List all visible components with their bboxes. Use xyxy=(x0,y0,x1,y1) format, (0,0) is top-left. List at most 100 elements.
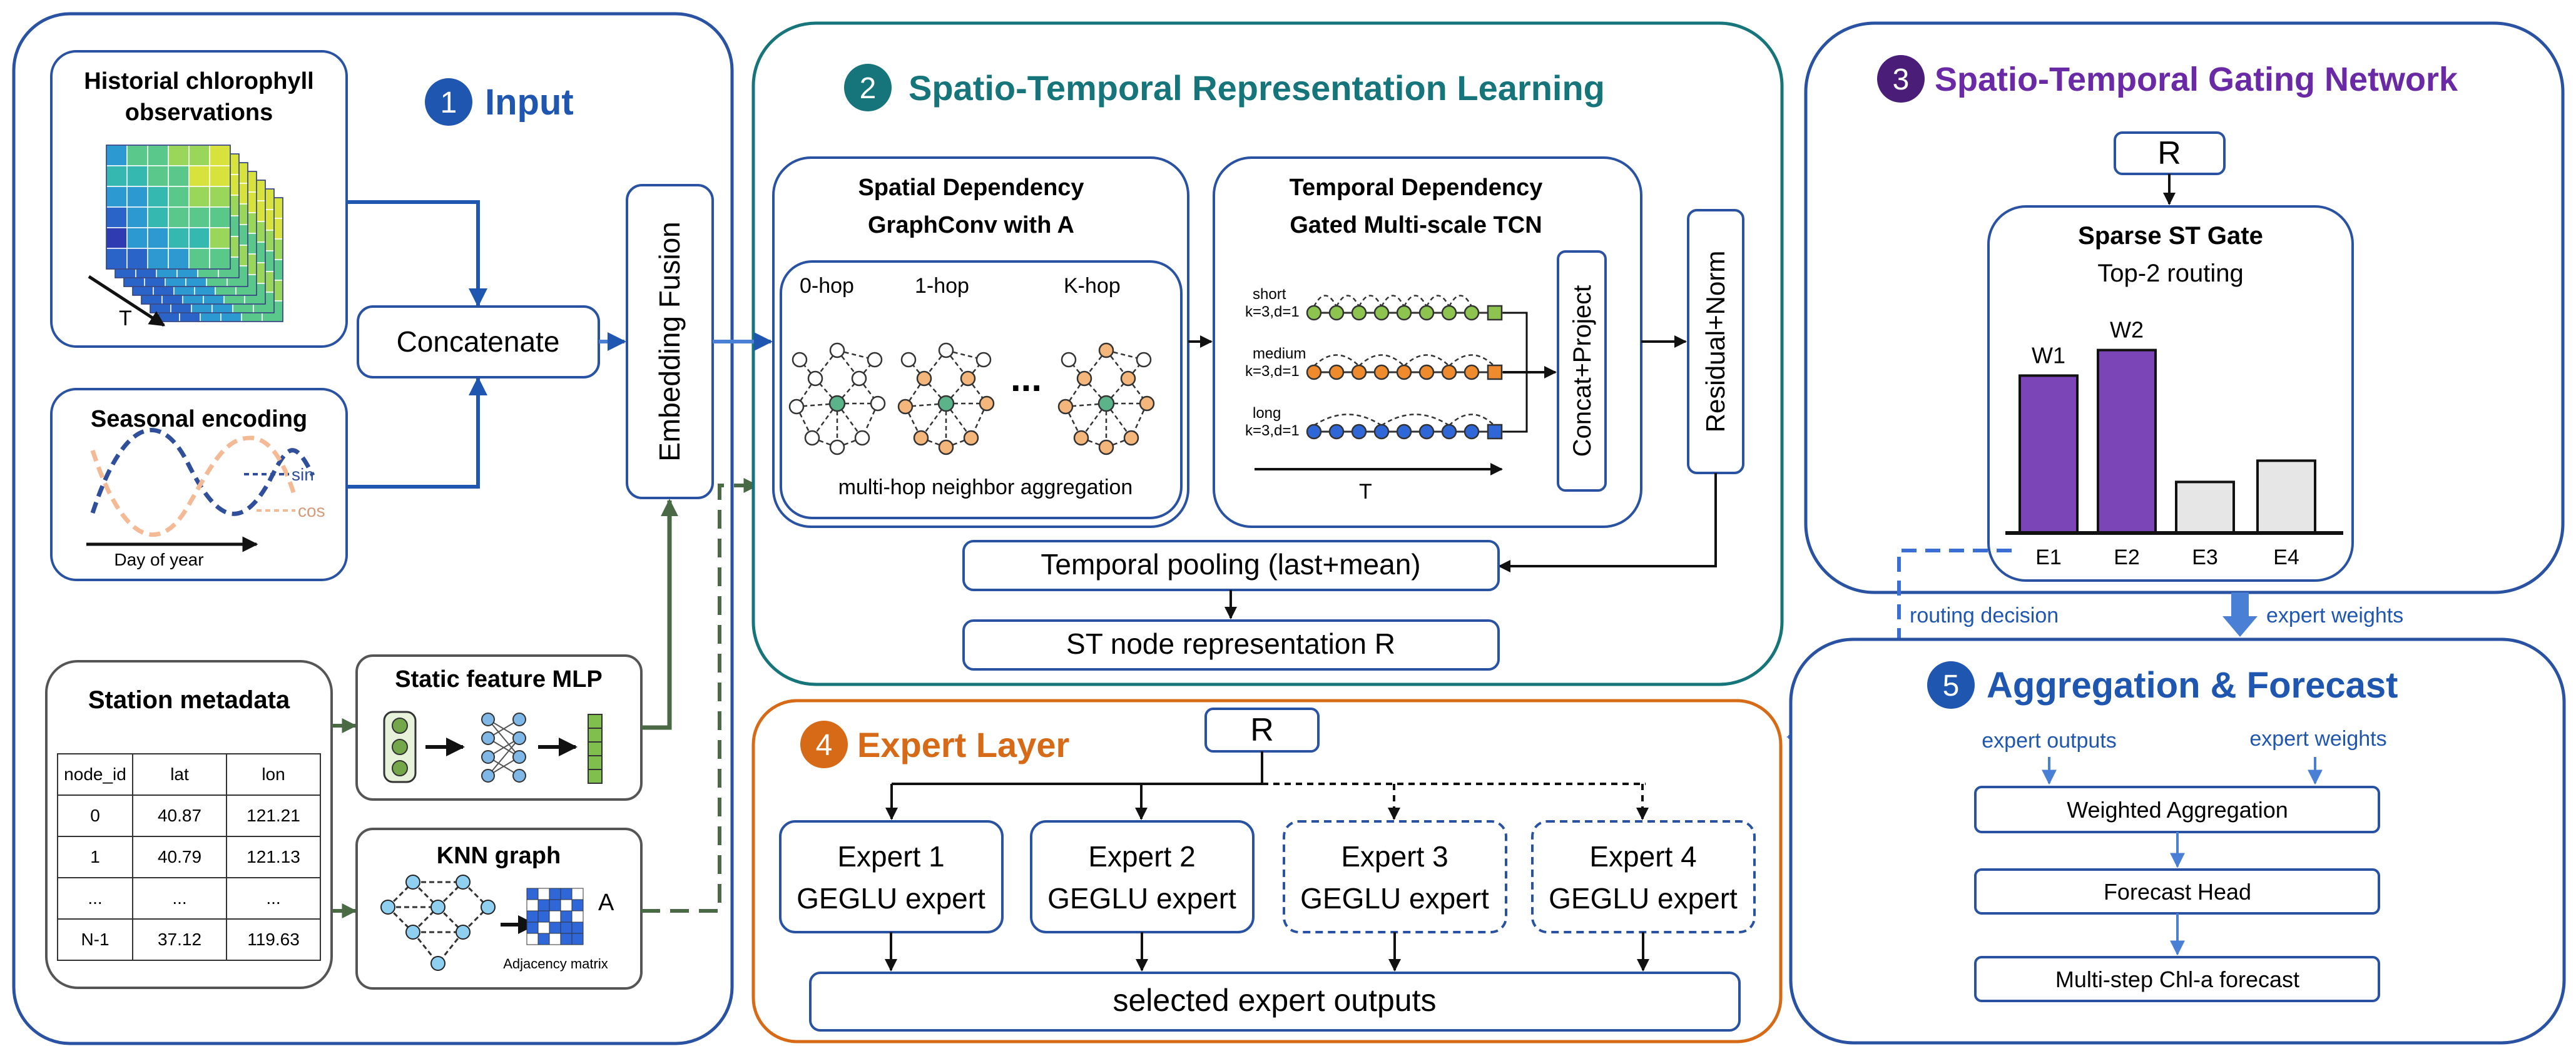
adjacency-matrix-icon xyxy=(526,888,584,945)
table-cell: 121.21 xyxy=(247,806,300,825)
hop-label-k: K-hop xyxy=(1064,274,1121,298)
table-cell: 0 xyxy=(90,806,100,825)
temporal-title-line2: Gated Multi-scale TCN xyxy=(1290,212,1542,238)
tcn-node xyxy=(1441,305,1457,321)
adjacency-label: Adjacency matrix xyxy=(503,956,608,972)
expert-r: R xyxy=(1250,712,1274,748)
strl-number: 2 xyxy=(860,72,877,105)
tcn-node xyxy=(1418,305,1435,321)
gate-bar-weight: W2 xyxy=(2110,317,2144,343)
tcn-node xyxy=(1328,364,1345,380)
tcn-node xyxy=(1441,364,1457,380)
tcn-node xyxy=(1464,424,1480,440)
hop-label-0: 0-hop xyxy=(800,274,854,298)
tcn-node xyxy=(1396,424,1412,440)
chlorophyll-grid-stack xyxy=(106,145,283,322)
tcn-node xyxy=(1328,424,1345,440)
embedding-fusion-label: Embedding Fusion xyxy=(653,221,686,462)
expert-number: 4 xyxy=(816,729,833,762)
gating-panel: 3 Spatio-Temporal Gating Network R Spars… xyxy=(1804,21,2565,637)
hist-title-line1: Historial chlorophyll xyxy=(84,68,313,94)
mlp-title: Static feature MLP xyxy=(395,666,603,693)
table-header-cell: node_id xyxy=(64,764,126,784)
expert-name: Expert 4 xyxy=(1589,840,1696,873)
pooling-label: Temporal pooling (last+mean) xyxy=(1041,548,1420,581)
tcn-node xyxy=(1328,305,1345,321)
gate-bar-label: E1 xyxy=(2035,546,2062,569)
spatial-title-line1: Spatial Dependency xyxy=(858,175,1084,201)
hop-1-graph xyxy=(897,342,995,455)
temporal-title-line1: Temporal Dependency xyxy=(1290,175,1543,201)
cos-curve xyxy=(90,435,297,537)
expert-number-badge xyxy=(800,721,848,768)
forecast-output-label: Multi-step Chl-a forecast xyxy=(2055,967,2299,992)
expert-panel: 4 Expert Layer R Expert 1 GEGLU expert Exp… xyxy=(751,699,1783,1043)
tcn-row-params: k=3,d=1 xyxy=(1245,303,1300,320)
tcn-node xyxy=(1373,305,1390,321)
concatenate-label: Concatenate xyxy=(397,325,560,358)
tcn-node xyxy=(1351,364,1367,380)
tcn-node xyxy=(1464,364,1480,380)
routing-decision-label: routing decision xyxy=(1910,604,2059,627)
tcn-node xyxy=(1396,364,1412,380)
expert-weights-label: expert weights xyxy=(2266,604,2403,627)
gate-bar-e1 xyxy=(2019,374,2079,535)
aggregation-number: 5 xyxy=(1943,669,1960,703)
aggregation-number-badge xyxy=(1927,661,1975,709)
tcn-row-name: medium xyxy=(1253,345,1306,362)
tcn-row-name: long xyxy=(1253,405,1281,422)
input-number: 1 xyxy=(440,86,457,119)
hop-ellipsis: ... xyxy=(1011,357,1042,399)
tcn-row-params: k=3,d=1 xyxy=(1245,422,1300,439)
table-cell: 40.87 xyxy=(158,806,201,825)
knn-label-a: A xyxy=(598,890,614,916)
table-cell: ... xyxy=(266,888,280,908)
knn-title: KNN graph xyxy=(437,843,561,869)
strl-panel: 2 Spatio-Temporal Representation Learnin… xyxy=(713,21,1784,686)
grid-layer xyxy=(106,145,231,270)
tcn-row-params: k=3,d=1 xyxy=(1245,363,1300,380)
tcn-row-name: short xyxy=(1253,286,1286,303)
tcn-node xyxy=(1306,424,1322,440)
gate-bar-label: E3 xyxy=(2192,546,2218,569)
tcn-node xyxy=(1464,305,1480,321)
hop-0-graph xyxy=(788,342,886,455)
table-cell: 40.79 xyxy=(158,847,201,866)
tcn-node xyxy=(1441,424,1457,440)
table-cell: 37.12 xyxy=(158,930,201,949)
agg-expert-weights-label: expert weights xyxy=(2249,727,2386,751)
tcn-node xyxy=(1351,305,1367,321)
mlp-icon xyxy=(383,711,603,784)
weighted-aggregation-label: Weighted Aggregation xyxy=(2067,797,2288,823)
table-cell: 1 xyxy=(90,847,100,866)
expert-box-2 xyxy=(1030,820,1255,933)
tcn-node xyxy=(1306,305,1322,321)
tcn-node xyxy=(1418,424,1435,440)
spatial-aggregation: multi-hop neighbor aggregation xyxy=(838,475,1133,499)
expert-title: Expert Layer xyxy=(857,725,1069,764)
gating-number-badge xyxy=(1877,55,1925,103)
expert-name: Expert 1 xyxy=(837,840,944,873)
input-title: Input xyxy=(485,82,574,123)
temporal-axis-t: T xyxy=(1359,480,1372,504)
table-cell: ... xyxy=(172,888,186,908)
seasonal-xaxis: Day of year xyxy=(114,550,203,569)
gating-title: Spatio-Temporal Gating Network xyxy=(1935,61,2458,98)
aggregation-title: Aggregation & Forecast xyxy=(1987,665,2398,706)
node-rep-label: ST node representation R xyxy=(1066,627,1395,660)
hop-k-graph xyxy=(1057,342,1155,455)
expert-name: Expert 2 xyxy=(1088,840,1195,873)
gate-bar-e2 xyxy=(2097,348,2157,534)
seasonal-title: Seasonal encoding xyxy=(91,406,307,432)
gate-bar-e4 xyxy=(2256,459,2316,535)
concat-project-label: Concat+Project xyxy=(1569,285,1596,457)
hist-axis-t: T xyxy=(119,307,132,330)
hist-title-line2: observations xyxy=(125,99,273,126)
expert-type: GEGLU expert xyxy=(1047,882,1236,915)
selected-outputs-label: selected expert outputs xyxy=(1113,983,1437,1018)
strl-number-badge xyxy=(844,64,892,111)
